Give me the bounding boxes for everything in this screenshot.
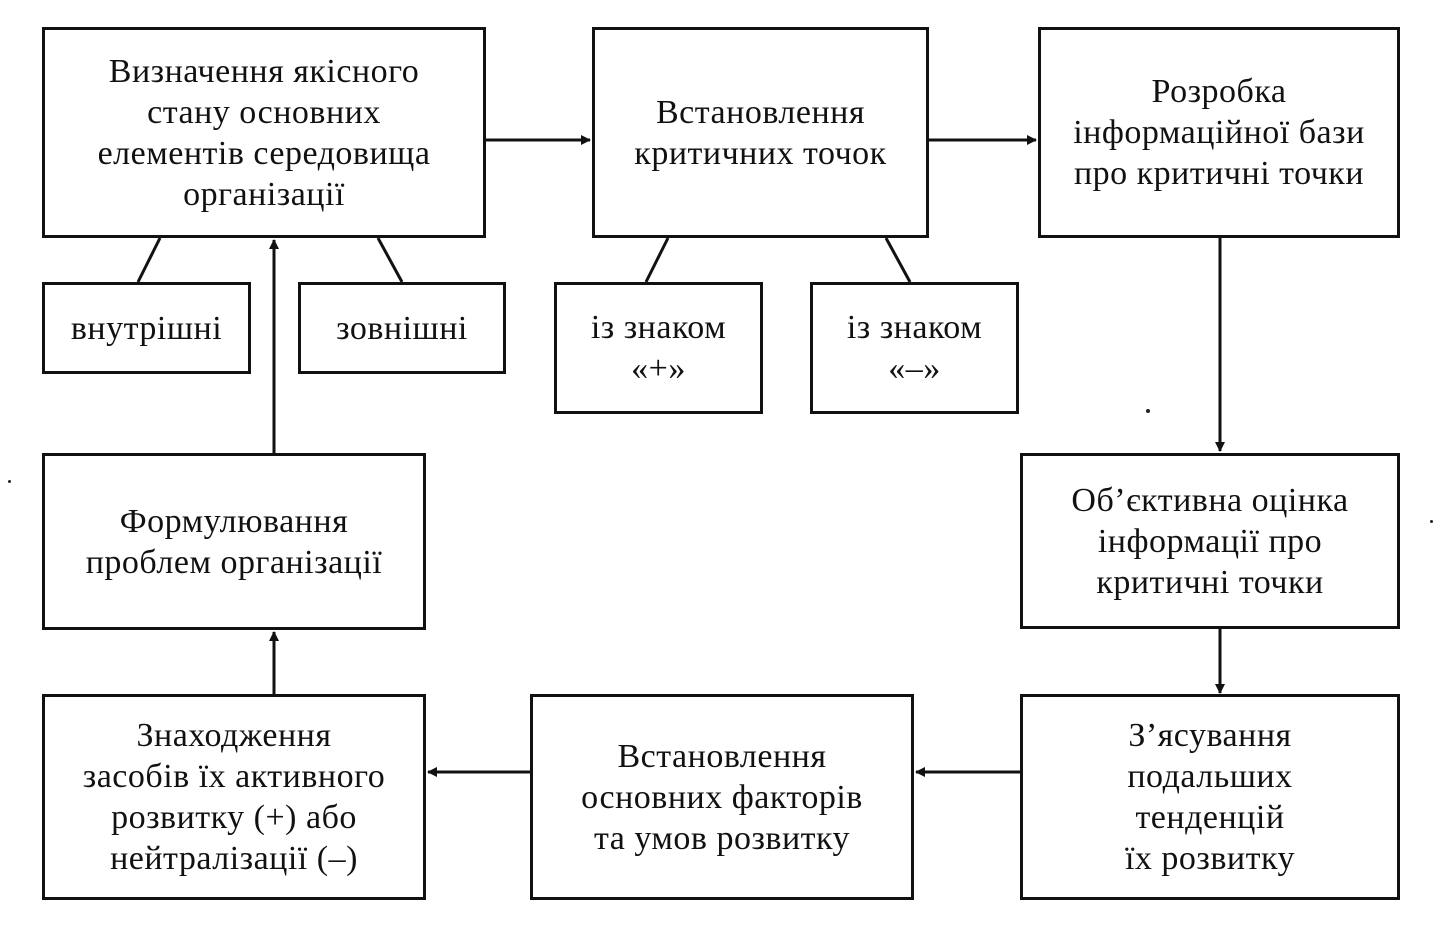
box-external: зовнішні bbox=[298, 282, 506, 374]
box-clarify-trends-label: З’ясування подальших тенденцій їх розвит… bbox=[1124, 717, 1296, 877]
box-formulate-problems: Формулювання проблем організації bbox=[42, 453, 426, 630]
box-internal-label: внутрішні bbox=[70, 309, 223, 347]
branch-internal bbox=[136, 237, 162, 283]
box-define-state-label: Визначення якісного стану основних елеме… bbox=[97, 52, 431, 213]
box-external-label: зовнішні bbox=[336, 309, 468, 347]
box-define-state: Визначення якісного стану основних елеме… bbox=[42, 27, 486, 238]
box-sign-plus-label: із знаком «+» bbox=[590, 309, 727, 387]
box-info-base: Розробка інформаційної бази про критичні… bbox=[1038, 27, 1400, 238]
box-establish-factors-label: Встановлення основних факторів та умов р… bbox=[581, 737, 863, 857]
scan-speck bbox=[1430, 520, 1433, 523]
scan-speck bbox=[8, 480, 11, 483]
box-find-means-label: Знаходження засобів їх активного розвитк… bbox=[82, 717, 386, 877]
box-info-base-label: Розробка інформаційної бази про критичні… bbox=[1073, 73, 1365, 192]
box-establish-factors: Встановлення основних факторів та умов р… bbox=[530, 694, 914, 900]
box-objective-assessment-label: Об’єктивна оцінка інформації про критичн… bbox=[1071, 481, 1349, 601]
box-critical-points: Встановлення критичних точок bbox=[592, 27, 929, 238]
scan-speck bbox=[1146, 409, 1150, 413]
box-find-means: Знаходження засобів їх активного розвитк… bbox=[42, 694, 426, 900]
box-clarify-trends: З’ясування подальших тенденцій їх розвит… bbox=[1020, 694, 1400, 900]
box-objective-assessment: Об’єктивна оцінка інформації про критичн… bbox=[1020, 453, 1400, 629]
branch-plus bbox=[644, 237, 670, 283]
box-critical-points-label: Встановлення критичних точок bbox=[634, 93, 887, 172]
box-internal: внутрішні bbox=[42, 282, 251, 374]
box-formulate-problems-label: Формулювання проблем організації bbox=[85, 502, 383, 581]
branch-minus bbox=[884, 237, 912, 283]
box-sign-minus: із знаком «–» bbox=[810, 282, 1019, 414]
branch-external bbox=[376, 237, 404, 283]
box-sign-plus: із знаком «+» bbox=[554, 282, 763, 414]
box-sign-minus-label: із знаком «–» bbox=[846, 309, 983, 387]
